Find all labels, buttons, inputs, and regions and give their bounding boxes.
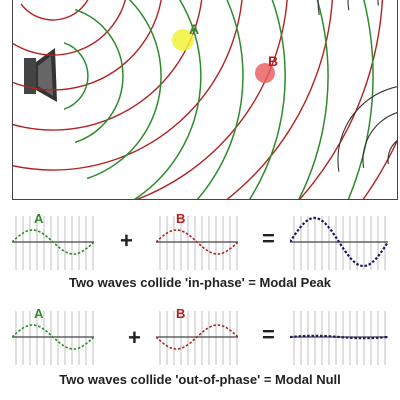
reflected-wavefronts: [317, 0, 397, 172]
caption-in-phase: Two waves collide 'in-phase' = Modal Pea…: [68, 275, 332, 290]
red-wavefront-arc: [13, 0, 243, 171]
sum-wave-panel: [290, 307, 388, 367]
sum-wave: [290, 216, 388, 268]
reflected-wavefront-arc: [387, 140, 397, 164]
green-wavefront-arc: [74, 8, 124, 144]
reflected-wavefront-arc: [362, 112, 397, 168]
wave-a: [12, 229, 94, 255]
wave-a-label: A: [34, 211, 44, 226]
red-wavefront-arc: [13, 0, 162, 91]
wave-field: [13, 0, 397, 199]
green-wavefronts: [63, 0, 374, 199]
caption-out-of-phase: Two waves collide 'out-of-phase' = Modal…: [59, 372, 341, 387]
equals-sign: =: [262, 322, 275, 347]
wave-b-label: B: [176, 306, 186, 321]
point-a-label: A: [189, 21, 200, 37]
wave-b: [156, 229, 238, 255]
reflected-wavefront-arc: [317, 0, 320, 15]
equals-sign: =: [262, 226, 275, 251]
plus-sign: +: [120, 228, 133, 253]
red-wavefront-arc: [20, 0, 89, 21]
wave-b: [156, 324, 238, 350]
green-wavefront-arc: [298, 0, 329, 199]
red-wavefront-arc: [13, 0, 126, 56]
sum-wave-panel: [290, 212, 388, 272]
reflected-wavefront-arc: [337, 86, 397, 172]
sum-wave: [290, 334, 388, 340]
wave-a: [12, 324, 94, 350]
green-wavefront-arc: [248, 0, 286, 199]
red-wavefronts: [13, 0, 397, 199]
wave-a-panel: [12, 307, 94, 367]
green-wavefront-arc: [196, 0, 244, 199]
reflected-wavefront-arc: [347, 0, 350, 11]
green-wavefront-arc: [347, 0, 374, 199]
wave-b-panel: [156, 212, 238, 272]
wave-interference-diagram: A B: [12, 0, 398, 200]
speaker-icon: [24, 48, 57, 102]
wave-a-panel: [12, 212, 94, 272]
green-wavefront-arc: [133, 0, 202, 199]
reflected-wavefront-arc: [377, 0, 379, 6]
red-wavefront-arc: [298, 0, 384, 199]
wave-b-label: B: [176, 211, 186, 226]
point-b-label: B: [268, 53, 279, 69]
plus-sign: +: [128, 325, 141, 350]
wave-b-panel: [156, 307, 238, 367]
wave-a-label: A: [34, 306, 44, 321]
green-wavefront-arc: [86, 0, 162, 180]
red-wavefront-arc: [226, 0, 333, 199]
point-b-marker: [255, 63, 275, 83]
point-a-marker: [172, 29, 194, 51]
green-wavefront-arc: [63, 42, 89, 110]
